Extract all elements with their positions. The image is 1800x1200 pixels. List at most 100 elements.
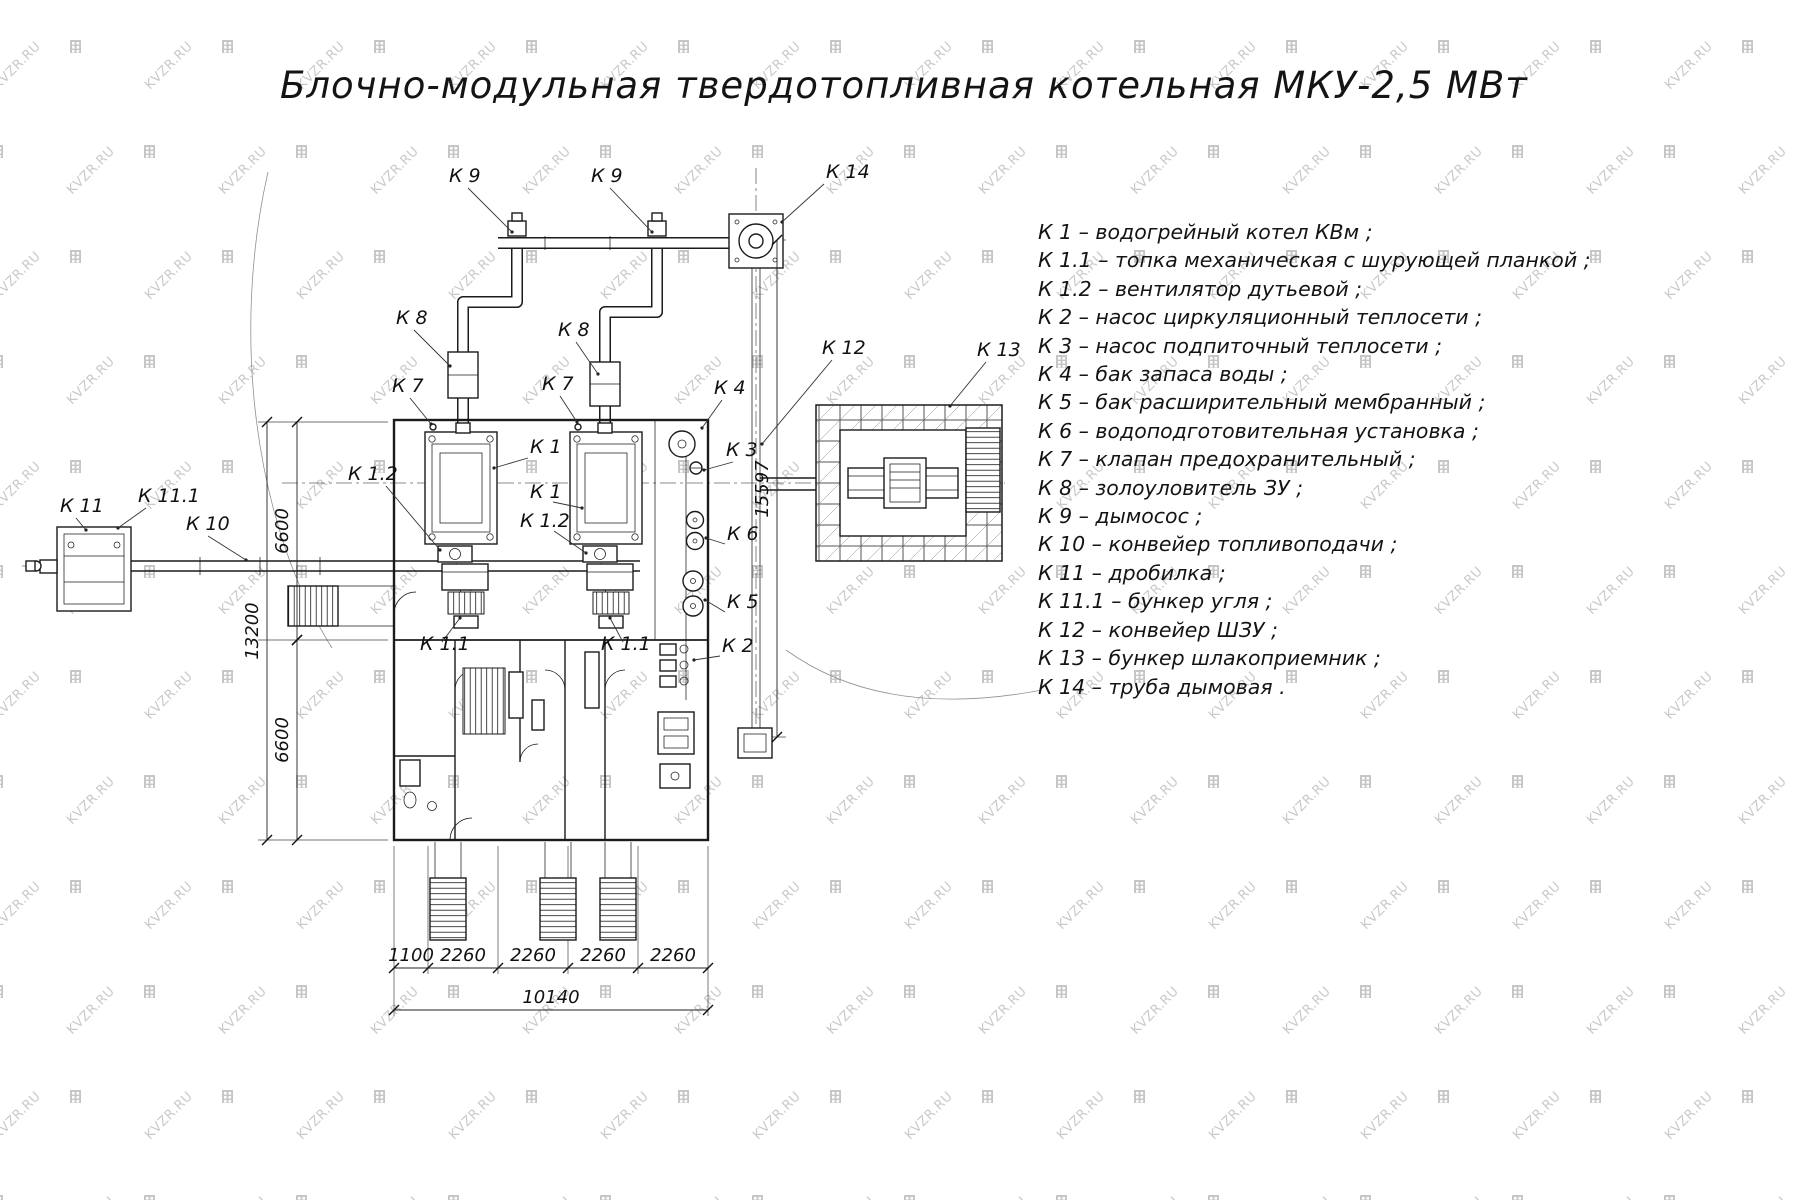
- callout-label: К 9: [591, 165, 623, 187]
- callout-label: К 11: [60, 495, 104, 517]
- callout-leader: [552, 501, 583, 509]
- watermark-text: KVZR.RU: [598, 669, 652, 723]
- watermark-building-icon: [1134, 670, 1145, 683]
- slag-bunker-ladder: [965, 427, 1001, 513]
- watermark-text: KVZR.RU: [902, 1089, 956, 1143]
- watermark-building-icon: [222, 670, 233, 683]
- callout-dot: [116, 526, 120, 530]
- watermark-building-icon: [0, 775, 3, 788]
- callout-leader: [609, 617, 624, 643]
- watermark-building-icon: [904, 565, 915, 578]
- dimension-tick: [291, 634, 303, 646]
- callout-dot: [703, 598, 707, 602]
- watermark-building-icon: [222, 880, 233, 893]
- watermark-building-icon: [1208, 1195, 1219, 1200]
- water-treatment-unit: [685, 510, 705, 551]
- watermark-text: KVZR.RU: [64, 774, 118, 828]
- watermark-text: KVZR.RU: [1736, 1194, 1790, 1200]
- watermark-building-icon: [374, 670, 385, 683]
- watermark-text: KVZR.RU: [1128, 1194, 1182, 1200]
- watermark-building-icon: [904, 145, 915, 158]
- watermark-building-icon: [678, 460, 689, 473]
- watermark-building-icon: [1286, 880, 1297, 893]
- watermark-building-icon: [1590, 40, 1601, 53]
- watermark-text: KVZR.RU: [520, 564, 574, 618]
- callout-dot: [575, 420, 579, 424]
- watermark-building-icon: [448, 1195, 459, 1200]
- watermark-building-icon: [1286, 40, 1297, 53]
- watermark-text: KVZR.RU: [1432, 1194, 1486, 1200]
- watermark-text: KVZR.RU: [598, 249, 652, 303]
- water-storage-tank: [668, 430, 696, 458]
- watermark-building-icon: [144, 985, 155, 998]
- callout-leader: [559, 395, 578, 423]
- dimension-label: 2260: [510, 945, 556, 966]
- legend-item: К 7 – клапан предохранительный ;: [1038, 447, 1416, 472]
- watermark-building-icon: [678, 1090, 689, 1103]
- callout-dot: [492, 466, 496, 470]
- dimension-tick: [261, 416, 273, 428]
- watermark-text: KVZR.RU: [64, 144, 118, 198]
- watermark-text: KVZR.RU: [368, 144, 422, 198]
- watermark-building-icon: [1360, 775, 1371, 788]
- watermark-building-icon: [526, 40, 537, 53]
- dimension-tick: [291, 416, 303, 428]
- legend-item: К 1.1 – топка механическая с шурующей пл…: [1038, 248, 1591, 273]
- watermark-building-icon: [1056, 1195, 1067, 1200]
- watermark-text: KVZR.RU: [1736, 144, 1790, 198]
- callout-dot: [429, 422, 433, 426]
- watermark-building-icon: [1512, 1195, 1523, 1200]
- watermark-text: KVZR.RU: [446, 1089, 500, 1143]
- watermark-text: KVZR.RU: [520, 774, 574, 828]
- legend-item: К 13 – бункер шлакоприемник ;: [1038, 646, 1381, 671]
- watermark-text: KVZR.RU: [1736, 354, 1790, 408]
- furnace-2: [586, 563, 634, 629]
- watermark-building-icon: [752, 145, 763, 158]
- callout-leader: [385, 485, 441, 551]
- watermark-building-icon: [144, 775, 155, 788]
- callout-dot: [458, 616, 462, 620]
- watermark-text: KVZR.RU: [0, 669, 44, 723]
- watermark-building-icon: [1208, 985, 1219, 998]
- watermark-building-icon: [752, 355, 763, 368]
- watermark-text: KVZR.RU: [1662, 459, 1716, 513]
- watermark-text: KVZR.RU: [142, 879, 196, 933]
- sanitary-unit: [399, 759, 437, 811]
- legend-item: К 2 – насос циркуляционный теплосети ;: [1038, 305, 1483, 330]
- callout-leader: [949, 361, 987, 407]
- callout-dot: [580, 506, 584, 510]
- dimension-label: 6600: [272, 717, 293, 763]
- watermark-building-icon: [0, 145, 3, 158]
- callout-dot: [692, 658, 696, 662]
- watermark-building-icon: [1664, 565, 1675, 578]
- dimension-tick: [291, 834, 303, 846]
- watermark-text: KVZR.RU: [1358, 879, 1412, 933]
- callout-leader: [553, 530, 587, 554]
- watermark-building-icon: [0, 565, 3, 578]
- watermark-building-icon: [1134, 880, 1145, 893]
- watermark-text: KVZR.RU: [1054, 1089, 1108, 1143]
- watermark-text: KVZR.RU: [976, 144, 1030, 198]
- callout-label: К 1: [530, 481, 562, 503]
- legend-item: К 8 – золоуловитель ЗУ ;: [1038, 475, 1303, 500]
- watermark-text: KVZR.RU: [0, 249, 44, 303]
- callout-label: К 2: [722, 635, 754, 657]
- watermark-building-icon: [296, 355, 307, 368]
- watermark-building-icon: [1512, 775, 1523, 788]
- watermark-text: KVZR.RU: [976, 354, 1030, 408]
- callout-label: К 5: [727, 591, 759, 613]
- watermark-building-icon: [752, 565, 763, 578]
- watermark-building-icon: [904, 1195, 915, 1200]
- extension-lines: [258, 239, 786, 1016]
- draft-fan-2: [582, 545, 618, 563]
- watermark-building-icon: [1664, 355, 1675, 368]
- watermark-text: KVZR.RU: [598, 1089, 652, 1143]
- watermark-building-icon: [70, 1090, 81, 1103]
- watermark-building-icon: [296, 985, 307, 998]
- watermark-building-icon: [0, 355, 3, 368]
- callout-leader: [701, 399, 723, 429]
- watermark-text: KVZR.RU: [0, 1089, 44, 1143]
- watermark-building-icon: [904, 355, 915, 368]
- watermark-text: KVZR.RU: [368, 984, 422, 1038]
